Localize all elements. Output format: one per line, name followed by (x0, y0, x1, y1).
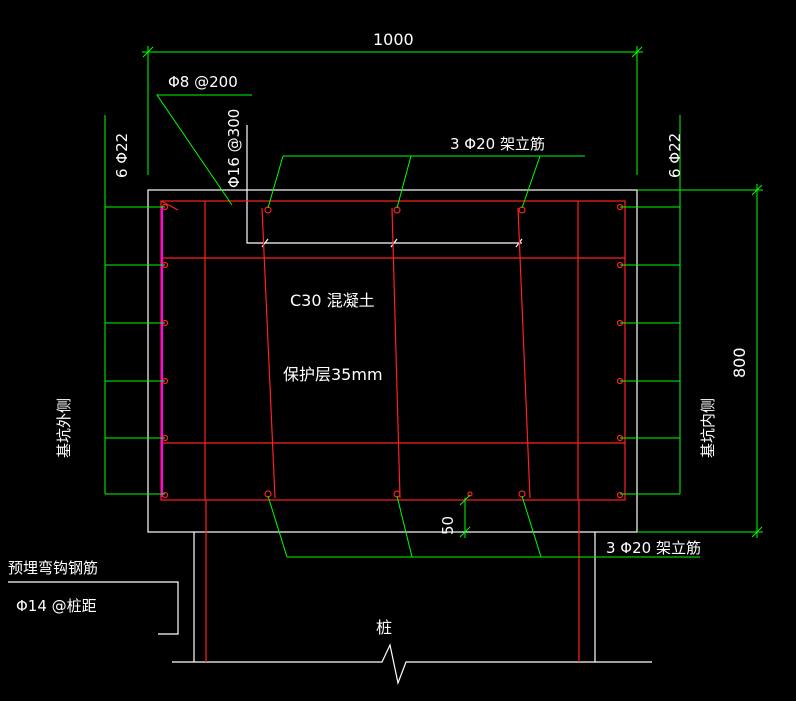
width-dimension-label: 1000 (373, 30, 414, 49)
tie-bar-label: Φ16 @300 (225, 109, 243, 188)
pit-outer-label: 基坑外侧 (55, 398, 73, 458)
rebar-dots (161, 203, 624, 499)
beam-outline (147, 189, 638, 533)
pit-inner-label: 基坑内侧 (699, 398, 717, 458)
top-erection-label: 3 Φ20 架立筋 (450, 135, 545, 153)
hook-spec-label: Φ14 @桩距 (16, 597, 97, 615)
concrete-label: C30 混凝土 (290, 291, 375, 310)
right-side-bars-label: 6 Φ22 (666, 133, 684, 178)
embedded-hook-label: 预埋弯钩钢筋 (8, 559, 98, 577)
embedded-hook-lines (8, 581, 179, 635)
pile-label: 桩 (376, 618, 392, 637)
stirrup-label: Φ8 @200 (168, 73, 238, 91)
pile-outline (172, 532, 652, 686)
tie-bar-line (246, 125, 523, 248)
height-dimension-label: 800 (730, 347, 749, 378)
left-side-bars-label: 6 Φ22 (113, 133, 131, 178)
cover-label: 保护层35mm (283, 365, 383, 384)
leader-lines (104, 46, 763, 558)
rebar-cage (160, 200, 626, 662)
cover-dimension-label: 50 (439, 516, 457, 535)
bottom-erection-label: 3 Φ20 架立筋 (606, 539, 701, 557)
